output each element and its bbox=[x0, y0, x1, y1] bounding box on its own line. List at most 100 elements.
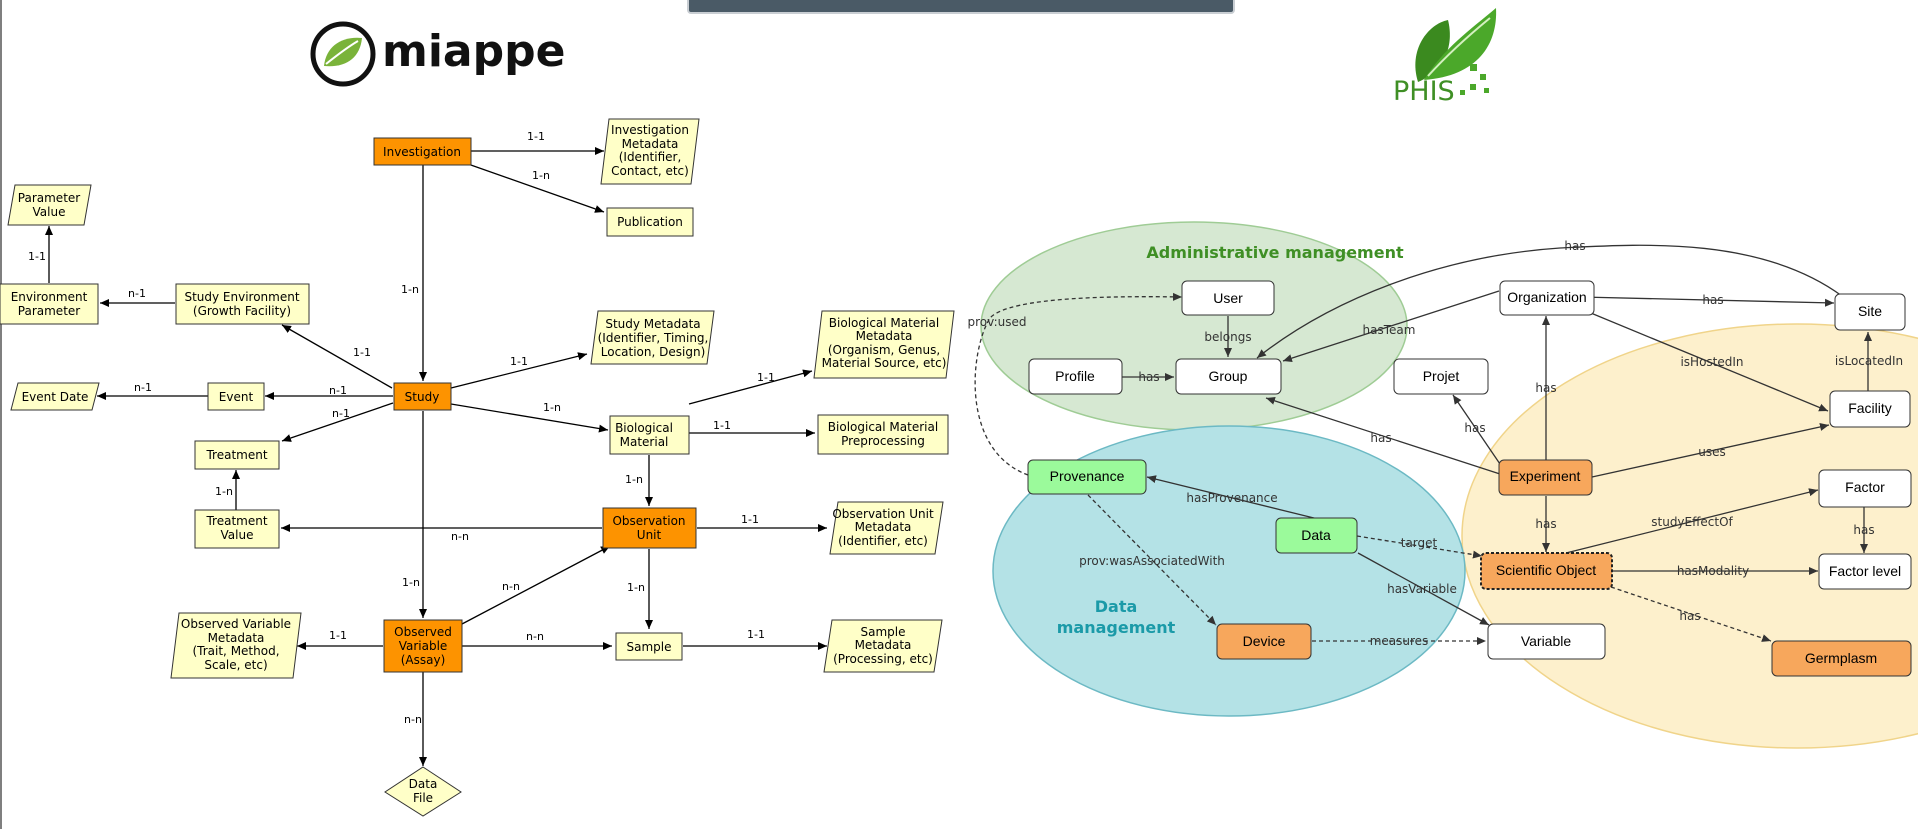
edge-label: target bbox=[1401, 536, 1438, 550]
svg-text:Treatment: Treatment bbox=[205, 448, 267, 462]
edge-label: 1-n bbox=[532, 169, 550, 182]
svg-text:Study Metadata: Study Metadata bbox=[605, 317, 700, 331]
svg-text:Metadata: Metadata bbox=[622, 137, 679, 151]
node-event[interactable]: Event bbox=[207, 382, 265, 411]
node-experiment[interactable]: Experiment bbox=[1498, 459, 1593, 496]
svg-text:Projet: Projet bbox=[1423, 368, 1460, 384]
node-sample-metadata[interactable]: Sample Metadata (Processing, etc) bbox=[823, 619, 943, 673]
edge-label: hasModality bbox=[1677, 564, 1749, 578]
svg-text:(Processing, etc): (Processing, etc) bbox=[833, 652, 933, 666]
svg-text:Variable: Variable bbox=[1521, 633, 1572, 649]
node-factor-level[interactable]: Factor level bbox=[1818, 553, 1912, 590]
svg-text:Contact, etc): Contact, etc) bbox=[611, 164, 689, 178]
edge-label: n-n bbox=[526, 630, 544, 643]
phis-leaf-icon bbox=[1415, 8, 1497, 95]
svg-text:Data: Data bbox=[409, 777, 438, 791]
node-observation-unit-metadata[interactable]: Observation Unit Metadata (Identifier, e… bbox=[829, 501, 944, 555]
svg-text:User: User bbox=[1213, 290, 1243, 306]
edge-label: n-n bbox=[404, 713, 422, 726]
edge-label: measures bbox=[1370, 634, 1429, 648]
svg-text:Factor level: Factor level bbox=[1829, 563, 1901, 579]
phis-wordmark: PHIS bbox=[1393, 76, 1455, 107]
node-device[interactable]: Device bbox=[1216, 623, 1312, 660]
node-environment-parameter[interactable]: Environment Parameter bbox=[0, 283, 99, 325]
node-treatment-value[interactable]: Treatment Value bbox=[194, 509, 280, 549]
node-data[interactable]: Data bbox=[1275, 517, 1358, 554]
node-observation-unit[interactable]: Observation Unit bbox=[602, 507, 697, 549]
node-site[interactable]: Site bbox=[1834, 293, 1906, 331]
node-facility[interactable]: Facility bbox=[1829, 390, 1911, 428]
node-sample[interactable]: Sample bbox=[615, 632, 683, 661]
svg-text:Sample: Sample bbox=[861, 625, 906, 639]
svg-text:Event Date: Event Date bbox=[22, 390, 89, 404]
leaf-icon bbox=[324, 37, 362, 67]
node-organization[interactable]: Organization bbox=[1499, 280, 1595, 316]
edge-label: hasTeam bbox=[1363, 323, 1416, 337]
node-biological-material-metadata[interactable]: Biological Material Metadata (Organism, … bbox=[813, 310, 955, 379]
edge-label: has bbox=[1853, 523, 1874, 537]
node-study-environment[interactable]: Study Environment (Growth Facility) bbox=[175, 283, 310, 325]
svg-text:(Identifier,: (Identifier, bbox=[619, 150, 682, 164]
node-treatment[interactable]: Treatment bbox=[194, 440, 280, 470]
node-germplasm[interactable]: Germplasm bbox=[1771, 640, 1912, 677]
data-region-title-1: Data bbox=[1095, 597, 1138, 616]
edge-label: uses bbox=[1698, 445, 1726, 459]
node-publication[interactable]: Publication bbox=[606, 207, 694, 237]
svg-text:Facility: Facility bbox=[1848, 400, 1892, 416]
node-study[interactable]: Study bbox=[393, 382, 452, 411]
edge-label: has bbox=[1464, 421, 1485, 435]
phis-logo: PHIS bbox=[1393, 8, 1497, 107]
node-observed-variable-metadata[interactable]: Observed Variable Metadata (Trait, Metho… bbox=[170, 612, 302, 679]
edge-label: 1-1 bbox=[28, 250, 46, 263]
svg-text:Experiment: Experiment bbox=[1510, 468, 1581, 484]
node-observed-variable[interactable]: Observed Variable (Assay) bbox=[383, 619, 463, 673]
node-event-date[interactable]: Event Date bbox=[10, 382, 100, 411]
edge-label: has bbox=[1702, 293, 1723, 307]
node-investigation-metadata[interactable]: Investigation Metadata (Identifier, Cont… bbox=[600, 118, 700, 185]
svg-text:Investigation: Investigation bbox=[611, 123, 689, 137]
node-user[interactable]: User bbox=[1181, 280, 1275, 316]
node-factor[interactable]: Factor bbox=[1818, 469, 1912, 508]
edge-label: 1-n bbox=[627, 581, 645, 594]
node-data-file[interactable]: Data File bbox=[384, 766, 462, 817]
svg-text:File: File bbox=[413, 791, 433, 805]
svg-text:Metadata: Metadata bbox=[855, 520, 912, 534]
edge-label: hasProvenance bbox=[1186, 491, 1277, 505]
node-biological-material[interactable]: Biological Material bbox=[609, 415, 690, 455]
node-variable[interactable]: Variable bbox=[1487, 623, 1606, 660]
node-profile[interactable]: Profile bbox=[1028, 358, 1123, 395]
edge-label: has bbox=[1535, 517, 1556, 531]
node-biological-material-preprocessing[interactable]: Biological Material Preprocessing bbox=[817, 414, 949, 455]
edge-label: has bbox=[1138, 370, 1159, 384]
svg-text:Metadata: Metadata bbox=[856, 329, 913, 343]
node-investigation[interactable]: Investigation bbox=[373, 137, 472, 166]
experiment-region bbox=[1461, 323, 1918, 749]
edge-label: n-1 bbox=[134, 381, 152, 394]
node-study-metadata[interactable]: Study Metadata (Identifier, Timing, Loca… bbox=[590, 310, 715, 365]
svg-text:Event: Event bbox=[219, 390, 254, 404]
svg-text:Biological Material: Biological Material bbox=[828, 420, 938, 434]
svg-text:Data: Data bbox=[1301, 527, 1331, 543]
svg-text:Location, Design): Location, Design) bbox=[601, 345, 706, 359]
svg-text:Variable: Variable bbox=[399, 639, 448, 653]
svg-text:Observed Variable: Observed Variable bbox=[181, 617, 291, 631]
node-provenance[interactable]: Provenance bbox=[1027, 459, 1147, 495]
edge-label: 1-1 bbox=[741, 513, 759, 526]
node-parameter-value[interactable]: Parameter Value bbox=[7, 184, 92, 226]
edge-label: hasVariable bbox=[1387, 582, 1457, 596]
edge-label: 1-n bbox=[625, 473, 643, 486]
edge-label: 1-n bbox=[401, 283, 419, 296]
svg-text:(Identifier, Timing,: (Identifier, Timing, bbox=[598, 331, 709, 345]
svg-text:(Assay): (Assay) bbox=[401, 653, 446, 667]
svg-text:Scale, etc): Scale, etc) bbox=[204, 658, 267, 672]
svg-text:Material: Material bbox=[620, 435, 669, 449]
svg-text:Publication: Publication bbox=[617, 215, 683, 229]
node-projet[interactable]: Projet bbox=[1393, 358, 1489, 395]
svg-text:Metadata: Metadata bbox=[208, 631, 265, 645]
svg-text:Investigation: Investigation bbox=[383, 145, 461, 159]
svg-text:Germplasm: Germplasm bbox=[1805, 650, 1877, 666]
svg-text:(Trait, Method,: (Trait, Method, bbox=[192, 644, 279, 658]
node-scientific-object[interactable]: Scientific Object bbox=[1480, 552, 1613, 590]
node-group[interactable]: Group bbox=[1175, 358, 1282, 395]
